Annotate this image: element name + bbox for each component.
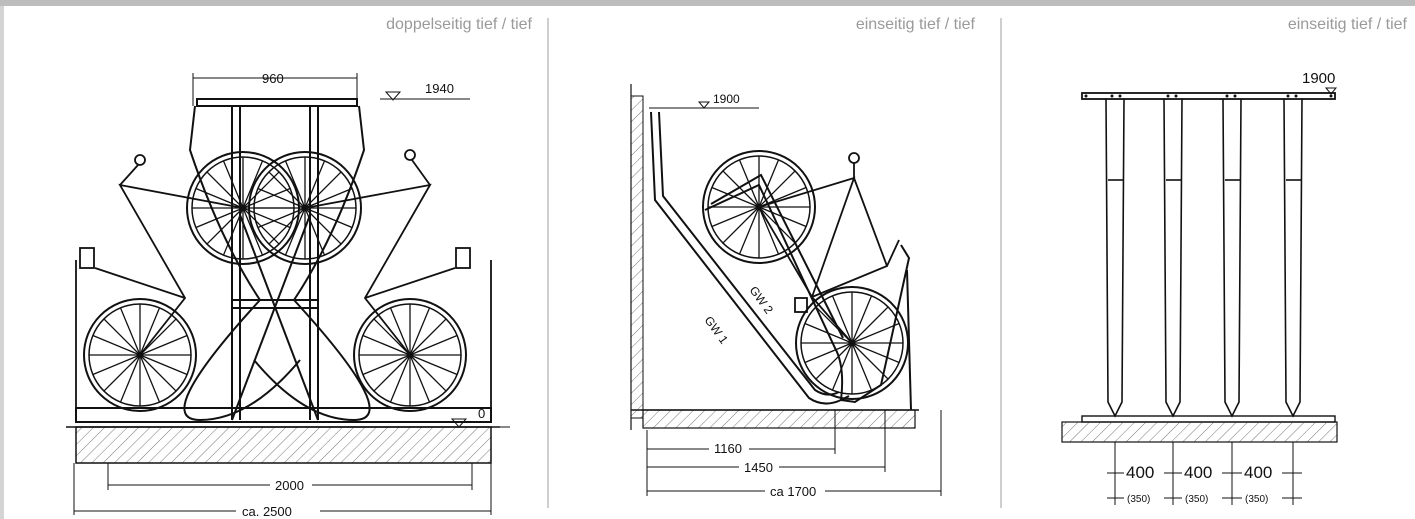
level-marker-1900 (1324, 87, 1338, 95)
label-gw1: GW 1 (702, 314, 732, 347)
spacing-sub-label-2: (350) (1185, 494, 1208, 505)
top-border (0, 0, 1415, 6)
dim-label-2500: ca. 2500 (242, 504, 292, 519)
dim-label-1160: 1160 (714, 441, 742, 456)
top-rail (196, 98, 358, 107)
ground-hatch (1061, 421, 1338, 443)
wheel-gutters (650, 111, 912, 411)
panel-2-title: einseitig tief / tief (855, 16, 975, 33)
level-label-1940: 1940 (425, 81, 454, 96)
level-marker-1940 (380, 91, 470, 101)
panel-3-title: einseitig tief / tief (1287, 16, 1407, 33)
rack-columns (1105, 98, 1303, 418)
top-beam (1081, 92, 1336, 100)
panel-1-title: doppelseitig tief / tief (386, 16, 532, 33)
spacing-sub-label-1: (350) (1127, 494, 1150, 505)
panel-divider-2 (1000, 18, 1002, 508)
spacing-label-1: 400 (1126, 463, 1154, 482)
dim-label-2000: 2000 (275, 478, 304, 493)
wall-hatch (630, 95, 644, 419)
level-label-0: 0 (478, 406, 485, 421)
panel-divider-1 (547, 18, 549, 508)
dim-label-1700: ca 1700 (770, 484, 816, 499)
left-border (0, 6, 4, 519)
bicycle-frame (758, 152, 900, 344)
spacing-label-2: 400 (1184, 463, 1212, 482)
level-label-1900: 1900 (713, 92, 740, 106)
bicycle-frames (75, 149, 492, 420)
ground-hatch (642, 409, 916, 429)
ground-hatch (75, 426, 492, 464)
spacing-label-3: 400 (1244, 463, 1272, 482)
panel-1-drawing: 960 1940 0 2000 ca. 2500 (66, 71, 510, 519)
beam-bolts (1084, 94, 1333, 98)
dimension-960 (192, 73, 358, 106)
panel-2-drawing: 1900 GW 2 GW 1 1160 1450 ca 1700 (630, 84, 942, 499)
spacing-sub-label-3: (350) (1245, 494, 1268, 505)
level-marker-0 (446, 418, 510, 428)
label-gw2: GW 2 (747, 284, 777, 317)
level-label-1900: 1900 (1302, 70, 1335, 87)
level-marker-1900 (649, 101, 759, 109)
base-plate (1081, 415, 1336, 423)
dim-label-1450: 1450 (744, 460, 773, 475)
dim-label-960: 960 (262, 71, 284, 86)
panel-3-drawing: 1900 400 400 400 (350) (350) (350) (1061, 70, 1338, 505)
